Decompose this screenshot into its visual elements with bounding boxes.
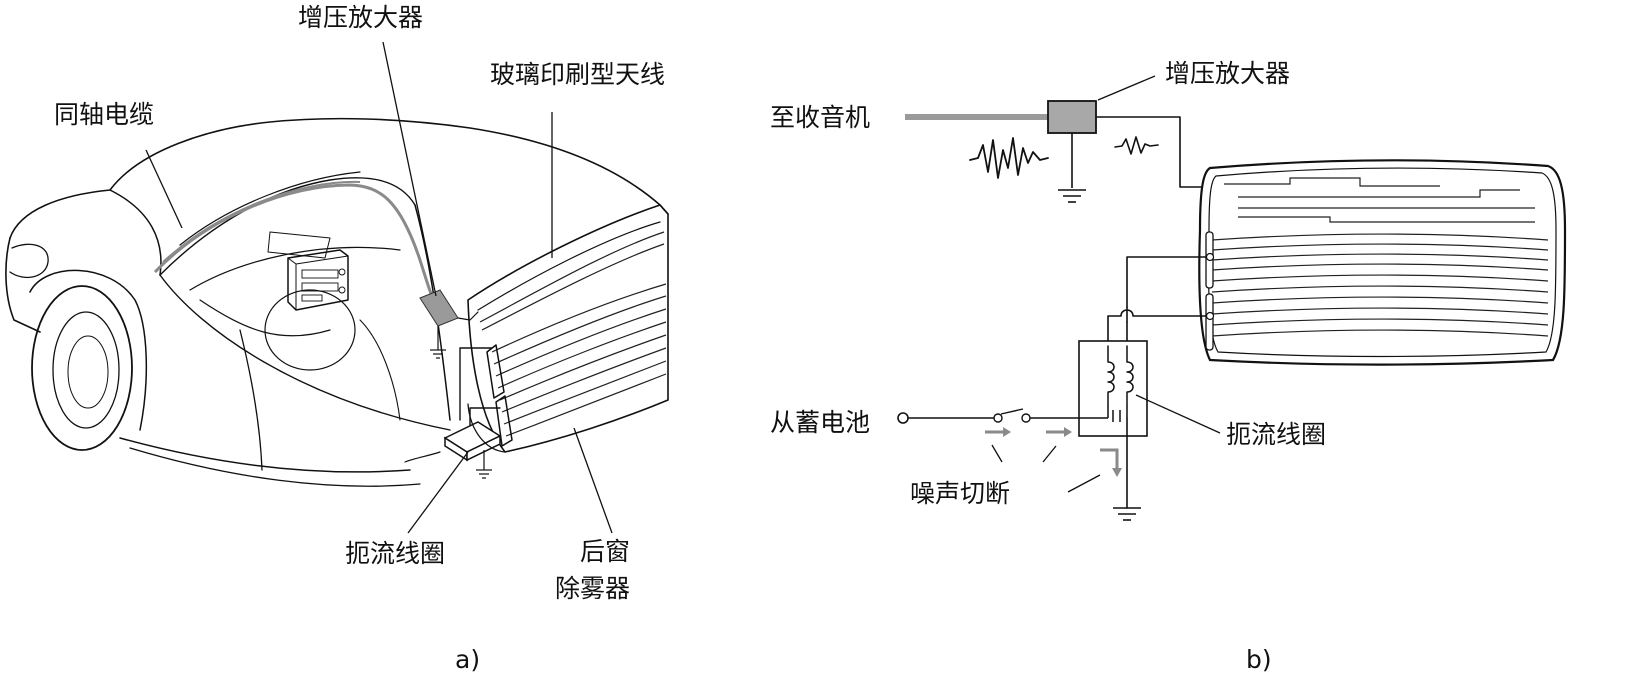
label-choke-coil-a: 扼流线圈: [345, 539, 445, 568]
ground-symbol-coil: [1113, 507, 1141, 521]
label-glass-antenna: 玻璃印刷型天线: [490, 60, 665, 89]
battery-terminal: [897, 412, 909, 424]
leader-choke-coil-a: [407, 451, 469, 534]
leader-noise-cut-3: [1067, 474, 1101, 493]
caption-b: b): [1246, 645, 1272, 674]
label-coax-cable: 同轴电缆: [54, 100, 154, 129]
label-booster-amp-b: 增压放大器: [1165, 59, 1290, 88]
choke-coil-inductors: [1107, 345, 1134, 422]
leader-noise-cut-2: [1042, 445, 1057, 463]
panel-a: 增压放大器 玻璃印刷型天线 同轴电缆 扼流线圈 后窗 除雾器 a): [5, 3, 669, 674]
radio-unit: [287, 249, 349, 311]
caption-a: a): [455, 645, 480, 674]
label-noise-cut: 噪声切断: [910, 479, 1010, 508]
noisy-signal-wave: [969, 137, 1049, 179]
panel-b: 至收音机 增压放大器 从蓄电池 扼流线圈 噪声切断 b): [770, 59, 1567, 674]
label-from-battery: 从蓄电池: [770, 408, 870, 437]
rear-window-b: [1198, 159, 1567, 366]
label-to-radio: 至收音机: [770, 103, 870, 132]
current-arrows: [985, 427, 1122, 477]
leader-choke-coil-b: [1135, 394, 1221, 434]
rear-window: [467, 204, 669, 453]
leader-coax-cable: [145, 149, 183, 229]
label-rear-window: 后窗: [580, 537, 630, 566]
leader-booster-amp-a: [382, 41, 437, 297]
leader-rear-defogger: [573, 427, 613, 534]
booster-amp-a: [419, 289, 479, 359]
label-choke-coil-b: 扼流线圈: [1226, 420, 1326, 449]
label-rear-defogger: 除雾器: [555, 574, 630, 603]
booster-amp-b: [1047, 100, 1097, 134]
car-illustration: [5, 117, 669, 487]
clean-signal-wave: [1114, 136, 1159, 155]
ground-symbol-amp: [1058, 189, 1086, 203]
choke-coil-box-a: [443, 421, 502, 479]
label-booster-amp-a: 增压放大器: [298, 3, 423, 32]
switch-symbol: [993, 408, 1031, 423]
leader-booster-amp-b: [1097, 75, 1156, 101]
leader-noise-cut-1: [991, 444, 1003, 463]
